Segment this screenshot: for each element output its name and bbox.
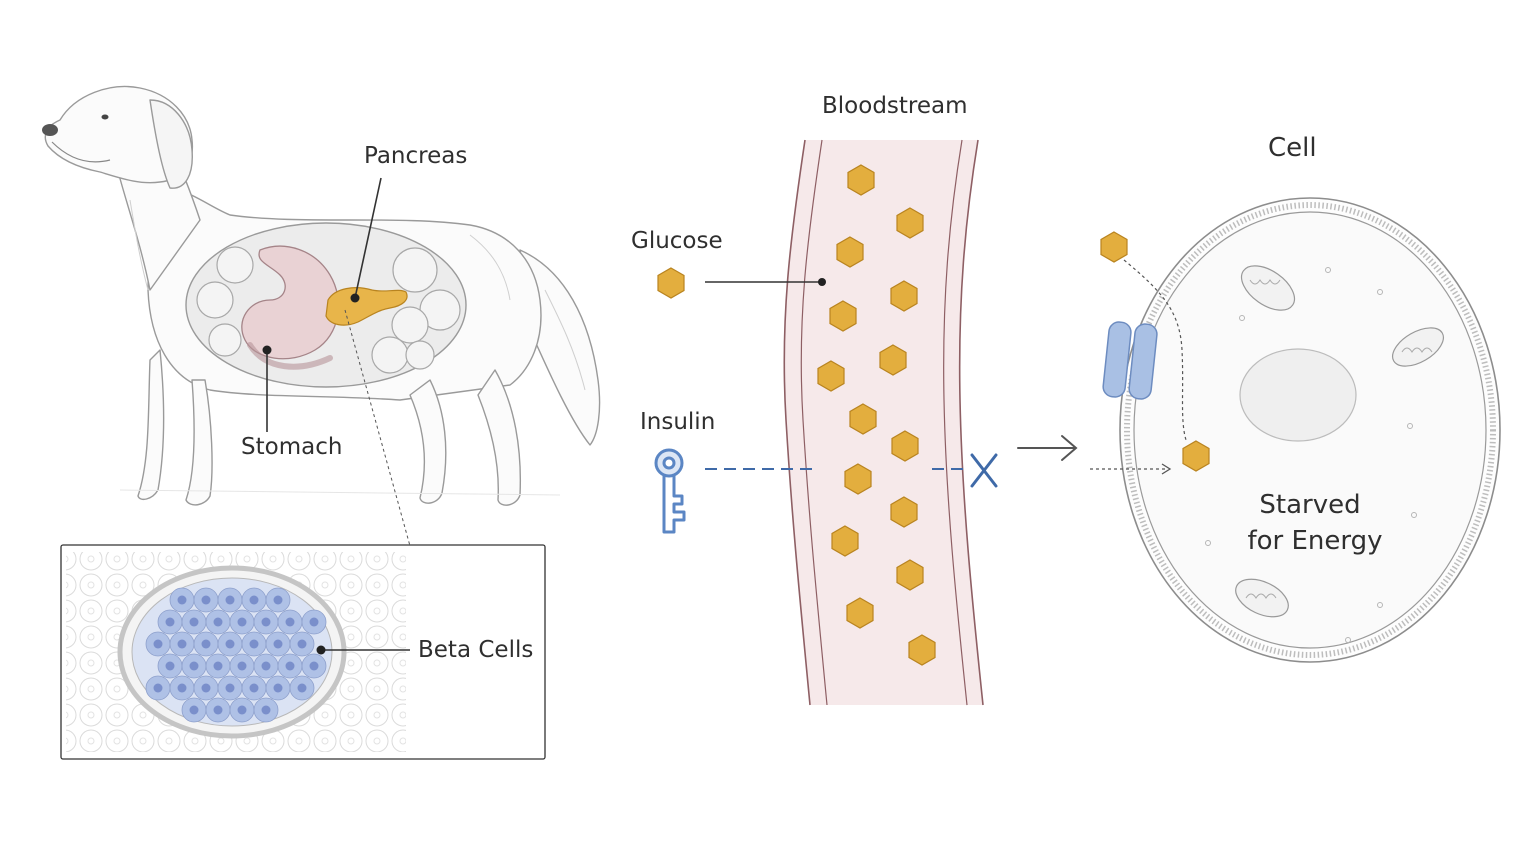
beta-cell xyxy=(193,675,219,701)
beta-cell xyxy=(217,631,243,657)
beta-cell xyxy=(205,609,231,635)
beta-cell xyxy=(145,675,171,701)
beta-cell xyxy=(193,631,219,657)
glucose-blocked-path xyxy=(1123,259,1187,441)
insulin-label: Insulin xyxy=(640,409,716,435)
cell-illustration xyxy=(1119,197,1501,663)
x-mark-icon xyxy=(970,453,998,488)
abdominal-cutaway xyxy=(185,222,467,388)
beta-cell xyxy=(289,631,315,657)
beta-cell xyxy=(241,631,267,657)
glucose-legend-hexagon xyxy=(657,267,685,299)
beta-cell xyxy=(181,697,207,723)
beta-cell xyxy=(265,675,291,701)
beta-cell xyxy=(229,609,255,635)
glucose-leader-dot xyxy=(818,278,826,286)
nucleus xyxy=(1239,348,1357,442)
beta-cells-label: Beta Cells xyxy=(418,637,534,663)
glucose-label: Glucose xyxy=(631,228,723,254)
glucose-transporter xyxy=(1102,321,1158,400)
beta-cell xyxy=(169,631,195,657)
stomach-leader-dot xyxy=(262,345,272,355)
beta-cell xyxy=(277,653,303,679)
starved-label-line2: for Energy xyxy=(1247,526,1383,556)
beta-cell xyxy=(217,587,243,613)
bloodstream-label: Bloodstream xyxy=(822,93,968,119)
beta-cell xyxy=(169,675,195,701)
inset-connector xyxy=(344,309,411,547)
blood-vessel xyxy=(783,139,984,706)
beta-cell xyxy=(253,609,279,635)
starved-label-line1: Starved xyxy=(1259,490,1361,520)
right-arrow-icon xyxy=(1017,435,1078,461)
beta-cell xyxy=(157,609,183,635)
beta-cell xyxy=(217,675,243,701)
beta-cell xyxy=(157,653,183,679)
dog-eye xyxy=(101,114,109,120)
beta-cell xyxy=(229,653,255,679)
mitochondrion xyxy=(1235,578,1289,618)
dog-mouth xyxy=(51,141,111,163)
beta-cell xyxy=(301,653,327,679)
beta-cell xyxy=(205,653,231,679)
beta-cell xyxy=(205,697,231,723)
key-icon xyxy=(654,448,686,534)
cell-label: Cell xyxy=(1268,133,1317,163)
dog-leg-back-right xyxy=(477,369,522,506)
beta-cell xyxy=(181,609,207,635)
beta-cell xyxy=(241,675,267,701)
dog-leg-front-left xyxy=(137,349,165,501)
beta-cells-inset xyxy=(60,544,546,760)
pancreas-leader-dot xyxy=(350,293,360,303)
pancreas-leader xyxy=(354,177,382,299)
mitochondrion xyxy=(1392,327,1444,367)
beta-cell xyxy=(229,697,255,723)
beta-cell xyxy=(169,587,195,613)
stomach-label: Stomach xyxy=(241,434,343,460)
pancreas-label: Pancreas xyxy=(364,143,468,169)
glucose-outside-cell xyxy=(1100,231,1128,263)
beta-cell xyxy=(253,697,279,723)
beta-cell xyxy=(181,653,207,679)
beta-cell-cluster xyxy=(145,587,327,723)
pancreas-organ xyxy=(325,287,408,326)
beta-cells-leader-dot xyxy=(316,645,326,655)
beta-cell xyxy=(289,675,315,701)
beta-cell xyxy=(265,587,291,613)
dotted-arrow xyxy=(1090,463,1172,475)
beta-cell xyxy=(253,653,279,679)
beta-cell xyxy=(145,631,171,657)
mitochondrion xyxy=(1240,265,1296,311)
beta-cell xyxy=(241,587,267,613)
beta-cell xyxy=(301,609,327,635)
beta-cell xyxy=(265,631,291,657)
dog-nose xyxy=(42,124,58,136)
dog-ear xyxy=(149,99,193,189)
beta-cell xyxy=(193,587,219,613)
dog-leg-front-right xyxy=(185,379,213,506)
dog-leg-back-left xyxy=(409,379,447,504)
beta-cell xyxy=(277,609,303,635)
